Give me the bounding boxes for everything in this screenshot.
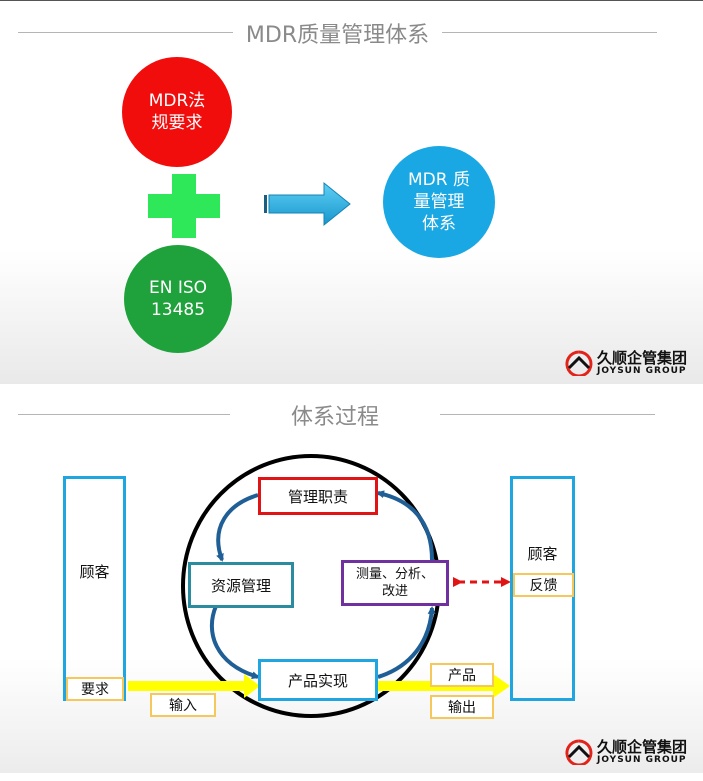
management-responsibility-label: 管理职责 bbox=[287, 487, 348, 506]
quality-system-line3: 体系 bbox=[421, 214, 456, 234]
input-arrow-head bbox=[244, 674, 260, 698]
customer-left-box: 顾客 bbox=[63, 476, 126, 701]
joysun-logo-icon bbox=[565, 350, 593, 376]
cycle-arrow-top-right bbox=[376, 490, 434, 561]
right-arrow-icon bbox=[264, 181, 351, 227]
resource-management-label: 资源管理 bbox=[210, 576, 271, 595]
joysun-logo: 久顺企管集团 JOYSUN GROUP bbox=[565, 739, 687, 765]
mdr-requirements-line2: 规要求 bbox=[151, 113, 203, 133]
quality-system-line2: 量管理 bbox=[413, 192, 465, 212]
customer-right-label: 顾客 bbox=[527, 545, 558, 563]
mdr-requirements-line1: MDR法 bbox=[148, 91, 206, 111]
title-rule-left bbox=[18, 414, 230, 415]
measurement-analysis-box: 测量、分析、 改进 bbox=[341, 560, 449, 606]
product-realization-label: 产品实现 bbox=[287, 671, 348, 690]
slide-title: 体系过程 bbox=[290, 405, 379, 430]
customer-left-label: 顾客 bbox=[79, 563, 110, 581]
title-rule-right bbox=[442, 32, 657, 33]
en-iso-line2: 13485 bbox=[150, 300, 206, 320]
logo-cn-text: 久顺企管集团 bbox=[597, 738, 688, 756]
feedback-label: 反馈 bbox=[513, 573, 574, 597]
input-label: 输入 bbox=[150, 693, 216, 717]
cycle-arrow-left bbox=[209, 605, 260, 680]
en-iso-line1: EN ISO bbox=[148, 278, 208, 298]
title-rule-left bbox=[18, 32, 233, 33]
slide-mdr-system: MDR质量管理体系 MDR法 规要求 EN ISO 13485 bbox=[0, 0, 703, 384]
title-rule-right bbox=[440, 414, 655, 415]
product-output-label: 产品 bbox=[430, 663, 494, 687]
logo-en-text: JOYSUN GROUP bbox=[597, 366, 687, 376]
mdr-quality-system-circle: MDR 质 量管理 体系 bbox=[383, 146, 495, 258]
cycle-arrow-top-left bbox=[216, 493, 259, 562]
measurement-line2: 改进 bbox=[381, 584, 408, 599]
output-label: 输出 bbox=[430, 695, 494, 719]
mdr-requirements-circle: MDR法 规要求 bbox=[122, 57, 232, 167]
plus-icon bbox=[148, 174, 220, 238]
slide-title: MDR质量管理体系 bbox=[245, 23, 430, 48]
product-realization-box: 产品实现 bbox=[258, 659, 378, 701]
quality-system-line1: MDR 质 bbox=[408, 170, 470, 190]
resource-management-box: 资源管理 bbox=[188, 562, 294, 608]
management-responsibility-box: 管理职责 bbox=[258, 477, 378, 515]
logo-cn-text: 久顺企管集团 bbox=[597, 349, 688, 367]
en-iso-circle: EN ISO 13485 bbox=[124, 245, 232, 353]
joysun-logo-icon bbox=[565, 739, 593, 765]
requirement-label: 要求 bbox=[66, 677, 124, 701]
input-arrow-shaft bbox=[128, 681, 246, 691]
slide-system-process: 体系过程 bbox=[0, 392, 703, 773]
joysun-logo: 久顺企管集团 JOYSUN GROUP bbox=[565, 350, 687, 376]
logo-en-text: JOYSUN GROUP bbox=[597, 755, 687, 765]
output-arrow-head bbox=[493, 674, 510, 698]
cycle-arrow-bottom-right bbox=[377, 606, 436, 679]
measurement-line1: 测量、分析、 bbox=[355, 567, 434, 582]
